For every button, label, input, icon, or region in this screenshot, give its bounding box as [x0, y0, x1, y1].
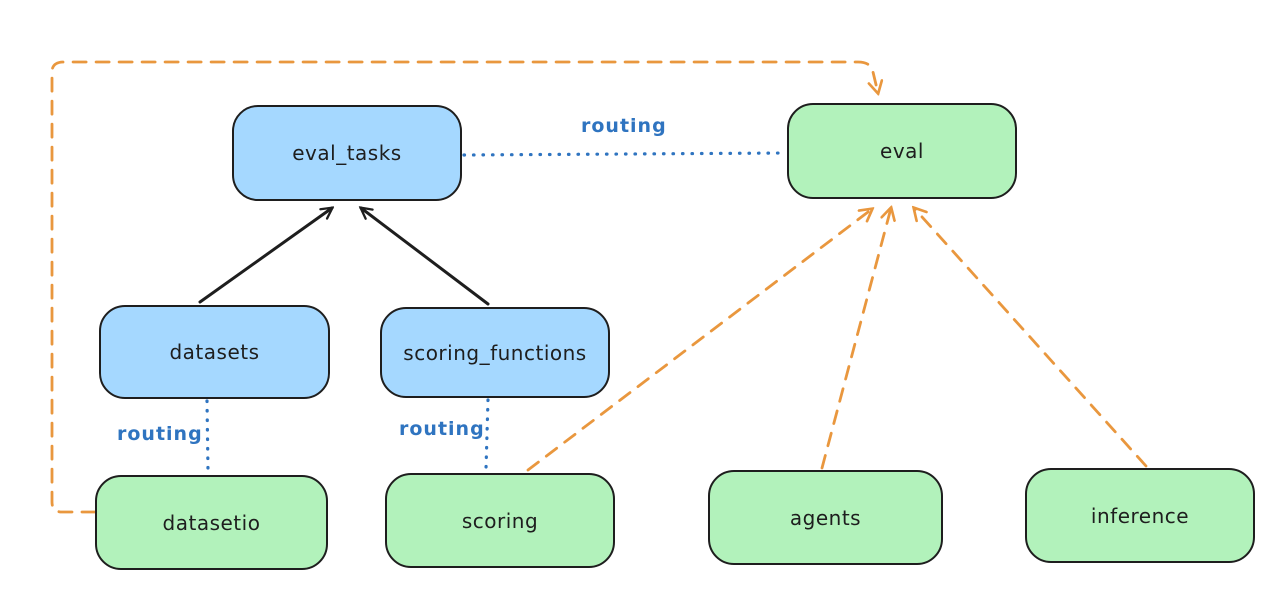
node-inference[interactable]: inference — [1025, 468, 1255, 563]
node-inference-label: inference — [1090, 503, 1190, 528]
node-eval_tasks-label: eval_tasks — [292, 141, 402, 165]
edge-scoring_functions-to-eval_tasks — [361, 208, 490, 306]
edge-label-scoring_functions-scoring: routing — [399, 418, 485, 440]
node-scoring[interactable]: scoring — [385, 473, 615, 568]
node-scoring_functions[interactable]: scoring_functions — [380, 307, 610, 398]
edge-agents-to-eval — [820, 208, 891, 470]
node-datasetio-label: datasetio — [162, 510, 261, 535]
node-agents[interactable]: agents — [708, 470, 943, 565]
node-datasets[interactable]: datasets — [99, 305, 330, 399]
node-agents-label: agents — [789, 505, 862, 530]
edge-label-datasets-datasetio: routing — [117, 423, 203, 445]
node-datasets-label: datasets — [169, 340, 260, 364]
edge-scoring-to-eval — [526, 209, 872, 472]
node-datasetio[interactable]: datasetio — [95, 475, 328, 570]
node-eval_tasks[interactable]: eval_tasks — [232, 105, 462, 201]
edge-label-eval_tasks-eval: routing — [581, 115, 667, 137]
edge-datasets-to-datasetio-routing — [205, 399, 210, 473]
node-scoring-label: scoring — [461, 508, 539, 533]
edge-eval_tasks-to-eval-routing — [462, 151, 787, 157]
edge-datasetio-to-eval-loop — [50, 60, 878, 514]
edge-scoring_functions-to-scoring-routing — [484, 398, 490, 471]
edge-inference-to-eval — [914, 208, 1148, 468]
edge-datasets-to-eval_tasks — [198, 208, 332, 304]
node-eval-label: eval — [880, 139, 924, 163]
node-eval[interactable]: eval — [787, 103, 1017, 199]
node-scoring_functions-label: scoring_functions — [403, 340, 587, 365]
